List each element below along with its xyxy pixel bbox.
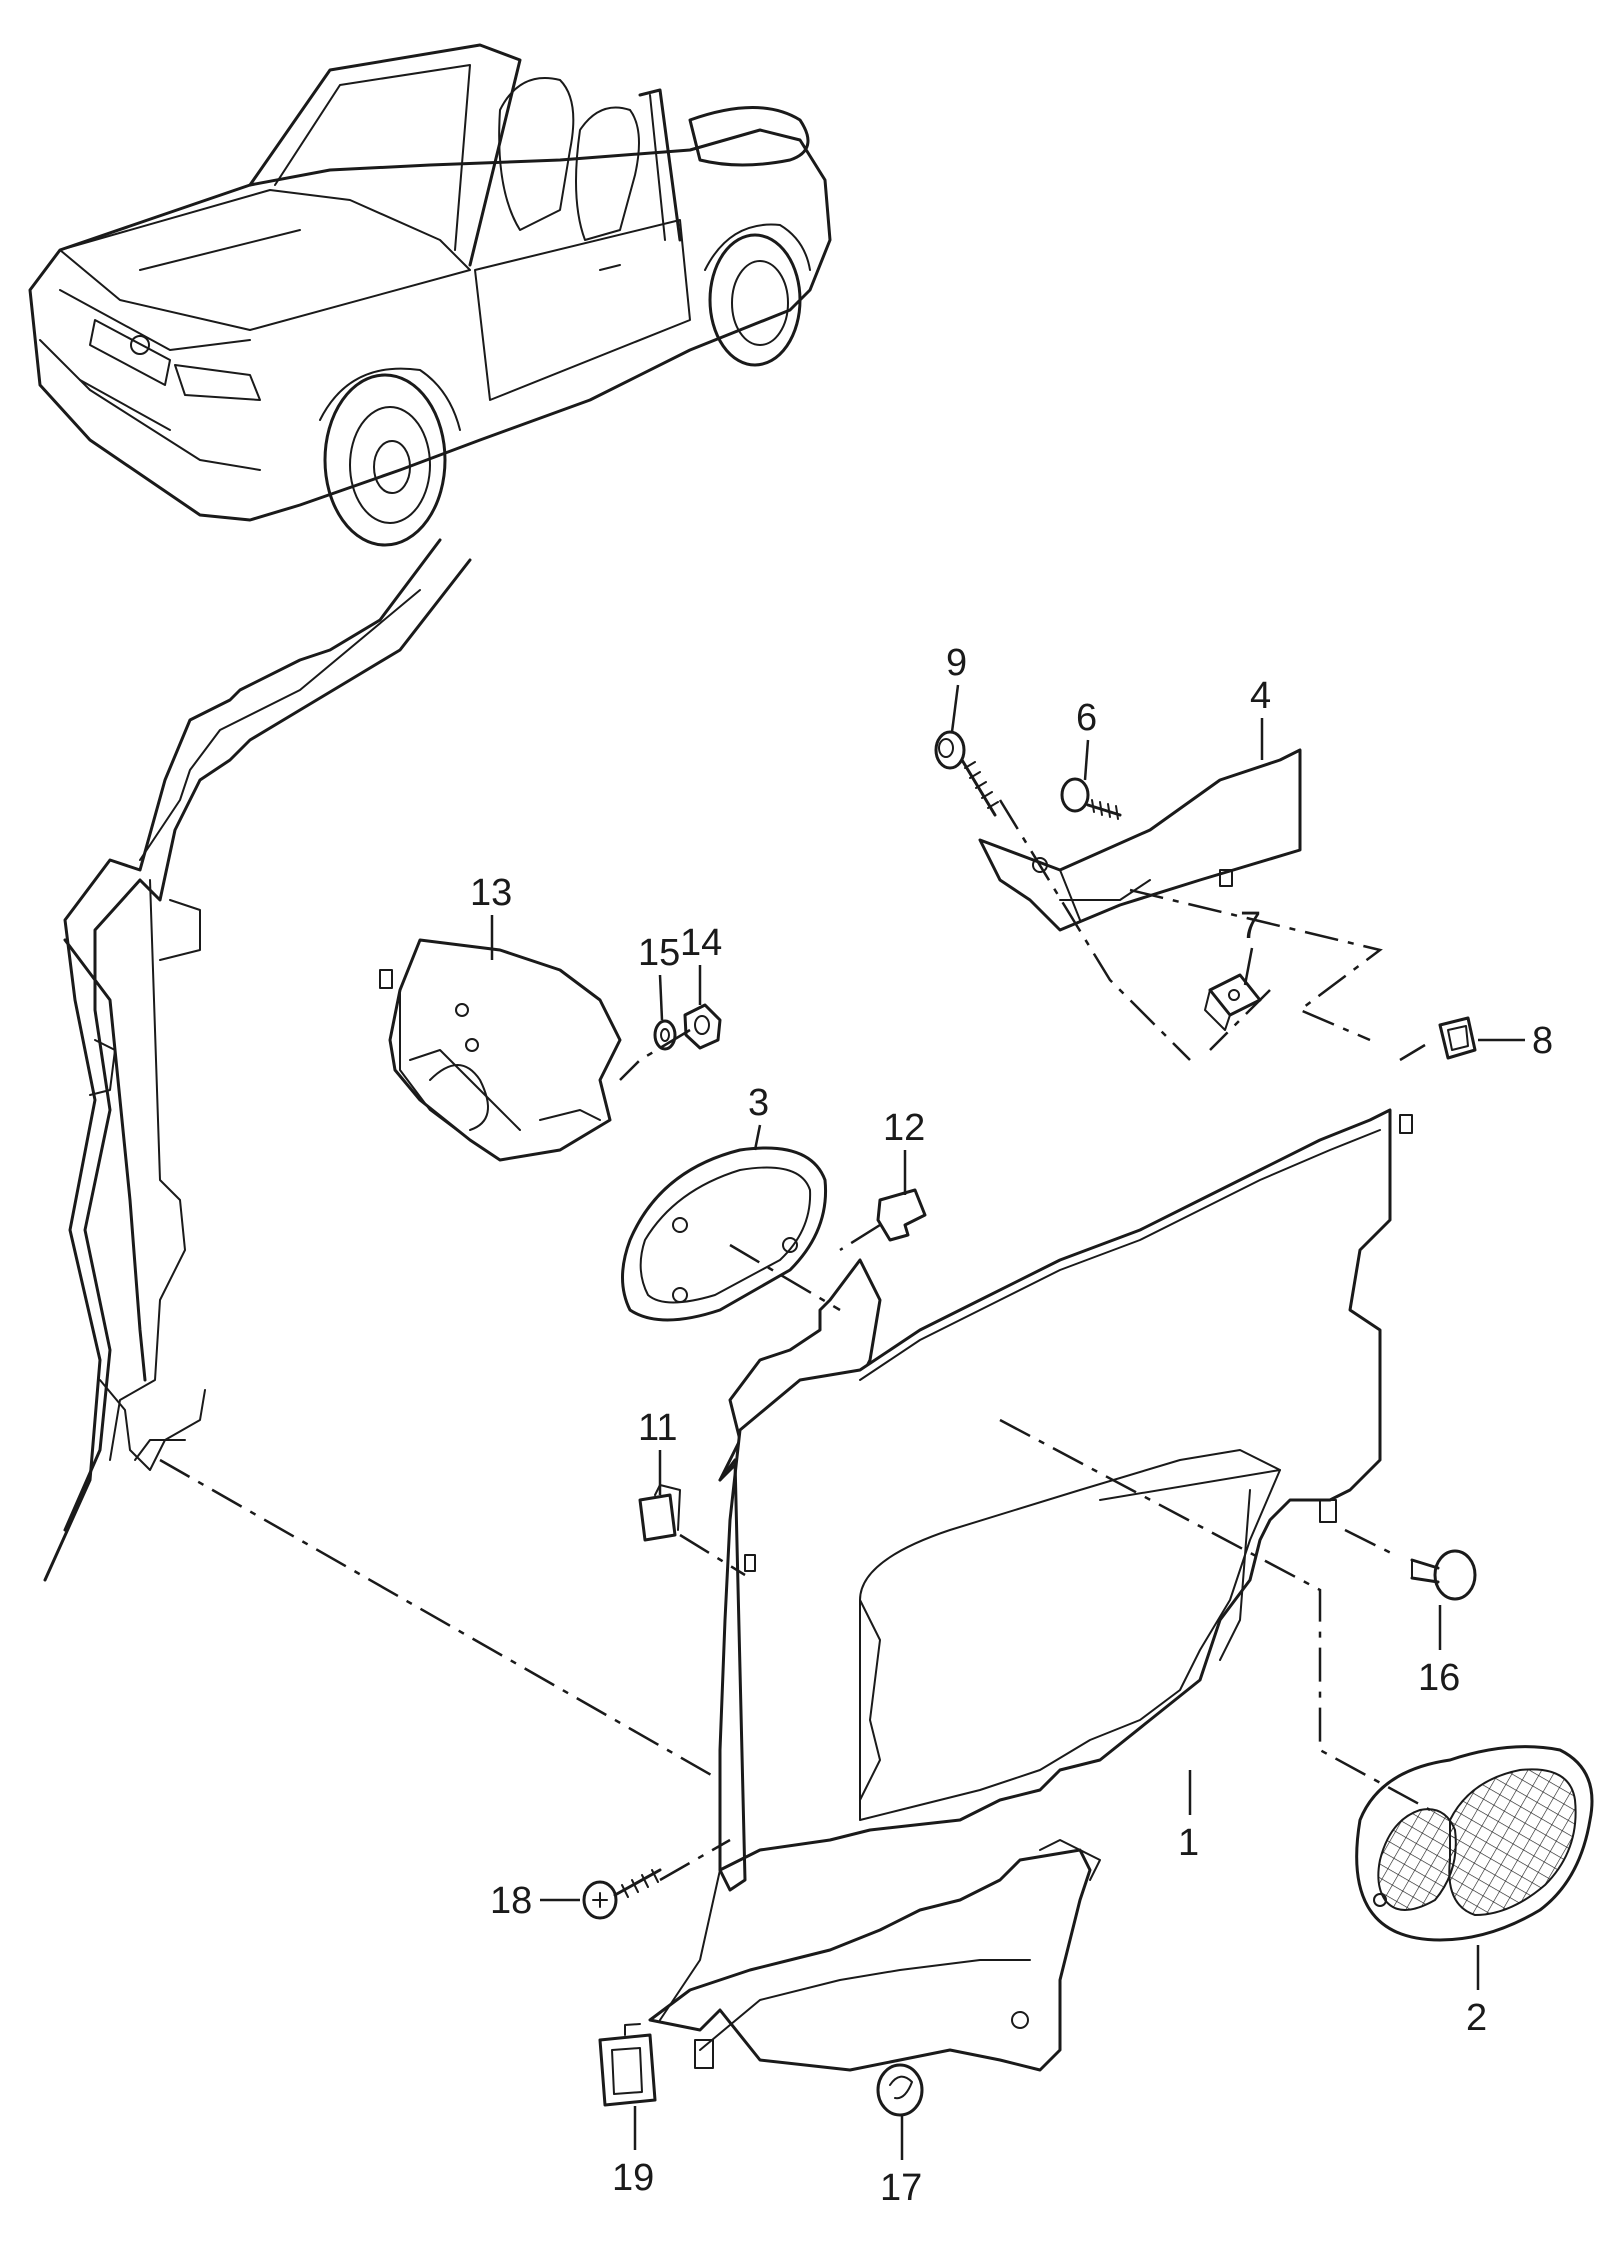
- callout-14: 14: [680, 922, 722, 964]
- callout-1: 1: [1178, 1822, 1199, 1864]
- callout-4: 4: [1250, 675, 1271, 717]
- callout-13: 13: [470, 872, 512, 914]
- part-16-push-pin: [1410, 1549, 1477, 1601]
- callout-16: 16: [1418, 1657, 1460, 1699]
- callout-7: 7: [1240, 905, 1261, 947]
- callout-12: 12: [883, 1107, 925, 1149]
- callout-2: 2: [1466, 1997, 1487, 2039]
- callout-18: 18: [490, 1880, 532, 1922]
- part-18-screw: [582, 1868, 662, 1920]
- callout-8: 8: [1532, 1020, 1553, 1062]
- part-2-speaker-grille: [1355, 1745, 1594, 1942]
- part-11-clip: [638, 1484, 681, 1542]
- door-frame-pillar: [43, 538, 472, 1582]
- callout-3: 3: [748, 1082, 769, 1124]
- part-6-screw: [1060, 777, 1122, 820]
- vehicle-overview: [28, 43, 832, 547]
- callout-15: 15: [638, 932, 680, 974]
- part-8-clip: [1438, 1016, 1477, 1060]
- leader-lines: [490, 684, 1525, 2160]
- part-14-nut: [683, 1003, 722, 1050]
- callout-11: 11: [638, 1407, 677, 1449]
- part-19-clip: [598, 2023, 657, 2107]
- callout-labels: 1 2 3 4 6 7 8 9 11 12 13 14 15 16 17 18 …: [470, 642, 1553, 2209]
- part-17-push-pin: [876, 2063, 924, 2117]
- callout-19: 19: [612, 2157, 654, 2199]
- part-4-upper-trim: [978, 748, 1302, 932]
- part-12-clip: [876, 1188, 927, 1242]
- part-9-screw: [934, 730, 999, 817]
- assembly-lines: [159, 799, 1431, 1882]
- part-13-wheel-housing-trim: [379, 938, 622, 1162]
- callout-9: 9: [946, 642, 967, 684]
- part-7-clip-nut: [1204, 973, 1262, 1031]
- part-1-side-trim-panel: [648, 1108, 1413, 2072]
- part-3-speaker-frame: [621, 1146, 828, 1322]
- callout-6: 6: [1076, 697, 1097, 739]
- callout-17: 17: [880, 2167, 922, 2209]
